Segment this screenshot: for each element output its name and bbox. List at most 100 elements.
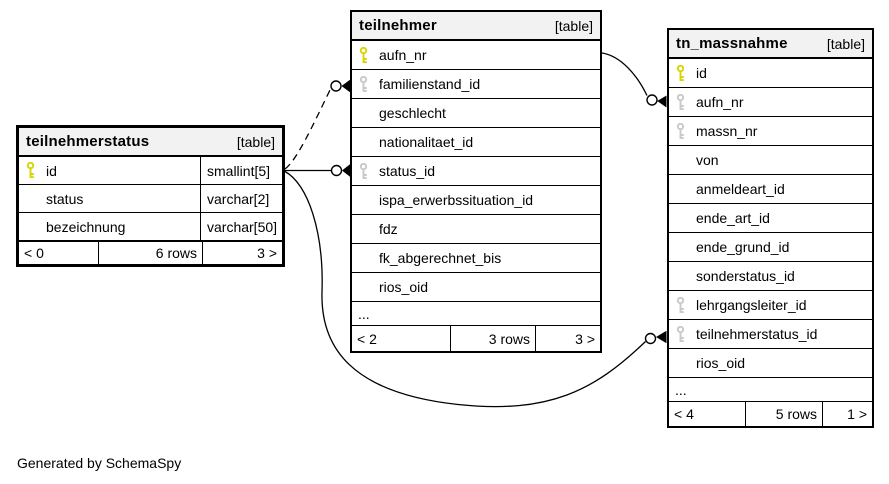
footer-children-count: 3 >	[202, 242, 282, 264]
entity-teilnehmer[interactable]: teilnehmer [table] aufn_nr familienstand_…	[350, 10, 602, 353]
column-name: lehrgangsleiter_id	[696, 297, 807, 313]
edge-line	[601, 52, 648, 96]
column-name: nationalitaet_id	[379, 134, 474, 150]
column-row-ispa_erwerbssituation_id: ispa_erwerbssituation_id	[352, 186, 600, 215]
foreign-key-icon	[352, 75, 379, 93]
table-name: teilnehmerstatus	[26, 133, 150, 150]
edge-crow-arrow	[342, 164, 350, 177]
table-footer: < 0 6 rows 3 >	[19, 241, 282, 264]
edge-zero-circle	[330, 80, 342, 92]
column-row-id: id	[669, 59, 872, 88]
footer-row-count: 3 rows	[450, 326, 535, 351]
edge-crow-arrow	[657, 95, 667, 108]
column-row-teilnehmerstatus_id: teilnehmerstatus_id	[669, 320, 872, 349]
column-name: fdz	[379, 221, 398, 237]
column-name: bezeichnung	[46, 218, 126, 235]
foreign-key-icon	[669, 325, 696, 343]
generator-note: Generated by SchemaSpy	[17, 455, 182, 471]
column-name: familienstand_id	[379, 76, 481, 92]
column-name: teilnehmerstatus_id	[696, 326, 818, 342]
primary-key-icon	[669, 64, 696, 82]
table-header: tn_massnahme [table]	[669, 30, 872, 59]
edge-line	[284, 170, 646, 408]
column-row-sonderstatus_id: sonderstatus_id	[669, 262, 872, 291]
column-name: aufn_nr	[379, 47, 427, 63]
column-row-geschlecht: geschlecht	[352, 99, 600, 128]
footer-row-count: 5 rows	[745, 402, 822, 426]
column-list: aufn_nr familienstand_id geschlecht nationa…	[352, 41, 600, 325]
column-row-von: von	[669, 146, 872, 175]
footer-row-count: 6 rows	[98, 242, 202, 264]
foreign-key-icon	[669, 296, 696, 314]
column-name: status	[46, 190, 84, 207]
column-name: fk_abgerechnet_bis	[379, 250, 502, 266]
table-type-tag: [table]	[826, 35, 865, 52]
column-row-lehrgangsleiter_id: lehrgangsleiter_id	[669, 291, 872, 320]
column-name: von	[696, 152, 719, 168]
foreign-key-icon	[352, 162, 379, 180]
column-name: anmeldeart_id	[696, 181, 785, 197]
primary-key-icon	[352, 46, 379, 64]
column-row-status: status varchar[2]	[19, 185, 282, 213]
table-header: teilnehmerstatus [table]	[19, 128, 282, 157]
column-row-ende_grund_id: ende_grund_id	[669, 233, 872, 262]
relationship-teilnehmer-aufn_nr-to-tn_massnahme-aufn_nr	[601, 52, 667, 108]
edge-zero-circle	[644, 332, 657, 345]
column-name: geschlecht	[379, 105, 446, 121]
column-row-rios_oid: rios_oid	[669, 349, 872, 378]
column-row-bezeichnung: bezeichnung varchar[50]	[19, 213, 282, 241]
column-name: sonderstatus_id	[696, 268, 795, 284]
column-row-aufn_nr: aufn_nr	[352, 41, 600, 70]
edge-zero-circle	[646, 94, 658, 106]
column-row-aufn_nr: aufn_nr	[669, 88, 872, 117]
column-name: ende_art_id	[696, 210, 770, 226]
table-type-tag: [table]	[236, 133, 275, 150]
column-name: aufn_nr	[696, 94, 744, 110]
column-name: status_id	[379, 163, 436, 179]
column-type: varchar[50]	[200, 213, 282, 240]
relationship-teilnehmerstatus-id-to-teilnehmer-familienstand_id	[284, 79, 350, 170]
column-row-ende_art_id: ende_art_id	[669, 204, 872, 233]
column-row-anmeldeart_id: anmeldeart_id	[669, 175, 872, 204]
column-type: varchar[2]	[200, 185, 282, 212]
edge-crow-arrow	[341, 79, 350, 93]
column-name: rios_oid	[696, 355, 746, 371]
column-row-id: id smallint[5]	[19, 157, 282, 185]
column-row-familienstand_id: familienstand_id	[352, 70, 600, 99]
column-type: smallint[5]	[200, 157, 282, 184]
column-row-fdz: fdz	[352, 215, 600, 244]
edge-line	[284, 89, 331, 170]
column-row-status_id: status_id	[352, 157, 600, 186]
footer-parents-count: < 4	[674, 406, 694, 422]
more-columns-ellipsis: ...	[358, 305, 370, 322]
column-name: ende_grund_id	[696, 239, 790, 255]
column-name: massn_nr	[696, 123, 758, 139]
column-row-nationalitaet_id: nationalitaet_id	[352, 128, 600, 157]
column-row-massn_nr: massn_nr	[669, 117, 872, 146]
column-name: rios_oid	[379, 279, 429, 295]
table-footer: < 2 3 rows 3 >	[352, 325, 600, 351]
footer-parents-count: < 0	[24, 245, 44, 261]
relationship-teilnehmerstatus-id-to-tn_massnahme-teilnehmerstatus_id	[284, 170, 667, 408]
footer-children-count: 1 >	[822, 402, 872, 426]
edge-crow-arrow	[656, 330, 667, 344]
primary-key-icon	[19, 162, 46, 179]
foreign-key-icon	[669, 122, 696, 140]
column-row-rios_oid: rios_oid	[352, 273, 600, 302]
footer-children-count: 3 >	[535, 326, 600, 351]
table-name: tn_massnahme	[676, 35, 788, 52]
column-name: id	[46, 162, 57, 179]
more-columns-ellipsis: ...	[675, 381, 687, 398]
footer-parents-count: < 2	[357, 330, 377, 347]
column-name: ispa_erwerbssituation_id	[379, 192, 534, 208]
table-type-tag: [table]	[554, 17, 593, 34]
column-row-fk_abgerechnet_bis: fk_abgerechnet_bis	[352, 244, 600, 273]
foreign-key-icon	[669, 93, 696, 111]
table-header: teilnehmer [table]	[352, 12, 600, 41]
